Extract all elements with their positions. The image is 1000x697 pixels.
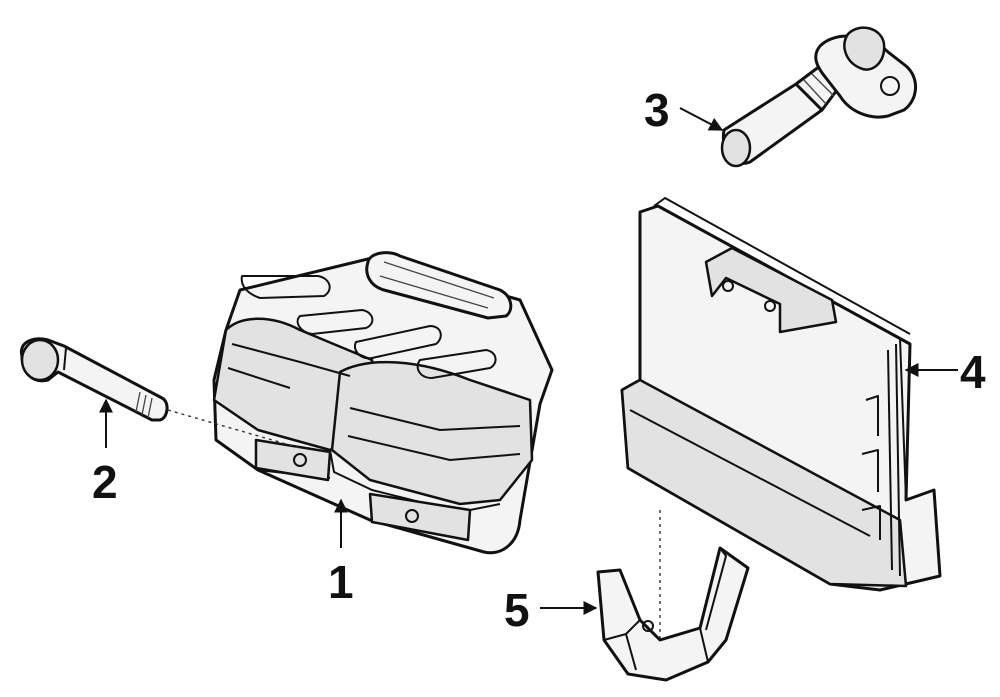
bolt-alignment-line	[167, 409, 301, 449]
callout-label-4: 4	[960, 346, 986, 398]
sensor-part	[720, 26, 917, 168]
callout-arrow-3	[679, 107, 724, 131]
control-module-part	[620, 197, 942, 592]
callout-label-5: 5	[504, 584, 530, 636]
callout-label-3: 3	[644, 84, 670, 136]
callout-label-1: 1	[328, 556, 354, 608]
ignition-coil-part	[212, 251, 554, 555]
bolt-part	[19, 337, 169, 422]
bracket-part	[596, 546, 750, 682]
callout-label-2: 2	[92, 456, 118, 508]
